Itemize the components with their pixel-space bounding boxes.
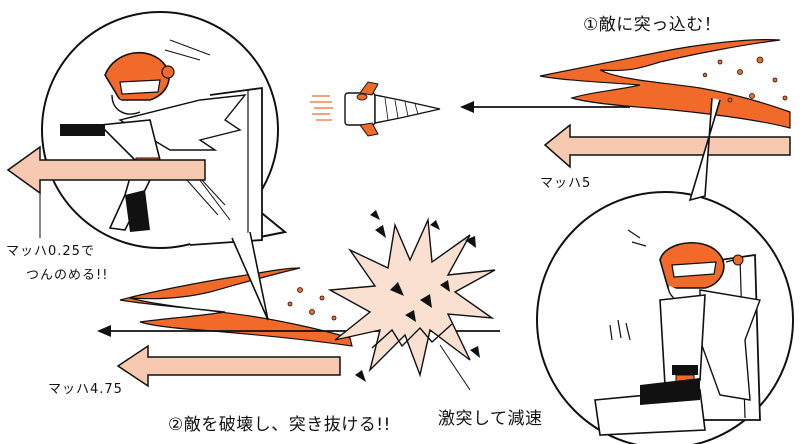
bubble-tail-bottom bbox=[231, 231, 269, 321]
flame-trail-top bbox=[539, 39, 791, 129]
caption-mach-025-line2: つんのめる!! bbox=[26, 268, 109, 283]
drill-rocket-icon bbox=[310, 81, 441, 137]
caption-mach-5: マッハ5 bbox=[540, 176, 592, 191]
speed-arrow-mach5 bbox=[543, 123, 791, 169]
flame-trail-bottom bbox=[119, 267, 353, 347]
caption-step1: ①敵に突っ込む！ bbox=[583, 15, 722, 35]
caption-mach-475: マッハ4.75 bbox=[48, 382, 123, 397]
direction-arrowhead-top bbox=[460, 101, 474, 113]
pilot-figure-icon-2 bbox=[594, 229, 761, 436]
speed-arrow-mach475 bbox=[116, 344, 341, 388]
direction-arrowhead-bottom bbox=[97, 325, 111, 337]
caption-collision: 激突して減速 bbox=[438, 409, 543, 429]
pilot-figure-icon bbox=[60, 39, 263, 246]
caption-step2: ②敵を破壊し、突き抜ける!! bbox=[168, 415, 391, 435]
pointer-line-collision bbox=[439, 344, 471, 391]
explosion-icon bbox=[327, 210, 496, 382]
caption-mach-025-line1: マッハ0.25で bbox=[6, 244, 95, 259]
